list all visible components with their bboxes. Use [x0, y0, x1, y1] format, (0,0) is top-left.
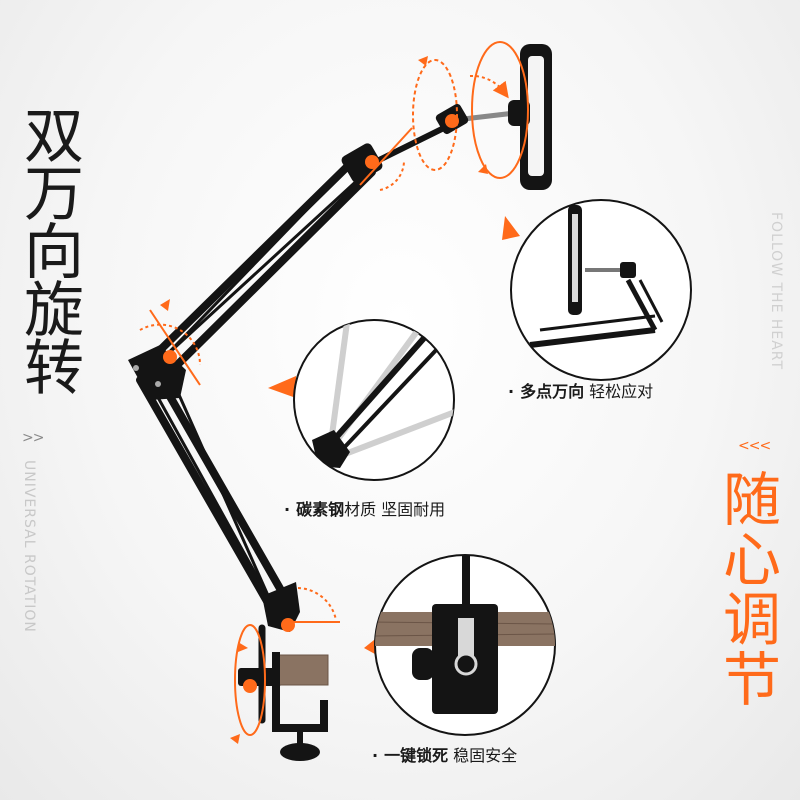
vertical-tagline-right: FOLLOW THE HEART	[768, 212, 784, 371]
detail-circle-clamp	[364, 554, 556, 736]
detail-circle-holder	[502, 199, 692, 381]
feature-bold: 碳素钢	[296, 500, 345, 519]
headline-left-char: 旋	[24, 276, 84, 346]
headline-left-char: 向	[24, 218, 84, 288]
feature-caption-multipoint: ·多点万向 轻松应对	[508, 382, 654, 401]
vertical-tagline-left: UNIVERSAL ROTATION	[21, 460, 37, 633]
feature-text: 轻松应对	[584, 382, 654, 401]
headline-left-char: 转	[24, 334, 84, 404]
chevron-right-icon: >>	[22, 430, 44, 446]
detail-circle-steel	[268, 319, 455, 481]
feature-caption-steel: ·碳素钢材质 坚固耐用	[284, 500, 446, 519]
headline-right-char: 节	[722, 646, 781, 714]
rotation-arrows	[139, 41, 529, 736]
headline-right-char: 心	[722, 526, 781, 594]
headline-left-char: 万	[24, 160, 84, 230]
desk-clamp	[272, 652, 329, 761]
headline-right: 随 心 调 节	[712, 470, 792, 710]
headline-right-char: 随	[722, 466, 781, 534]
feature-bold: 一键锁死	[384, 746, 449, 765]
headline-left: 双 万 向 旋 转	[14, 102, 94, 404]
headline-left-char: 双	[24, 102, 84, 172]
feature-bold: 多点万向	[520, 382, 585, 401]
feature-text: 稳固安全	[448, 746, 518, 765]
feature-text: 材质 坚固耐用	[344, 500, 446, 519]
feature-caption-lock: ·一键锁死 稳固安全	[372, 746, 518, 765]
tablet-holder	[508, 44, 552, 190]
joint-top	[341, 103, 469, 183]
chevron-left-icon: <<<	[738, 438, 771, 454]
joint-elbow	[128, 345, 186, 400]
headline-right-char: 调	[722, 586, 781, 654]
